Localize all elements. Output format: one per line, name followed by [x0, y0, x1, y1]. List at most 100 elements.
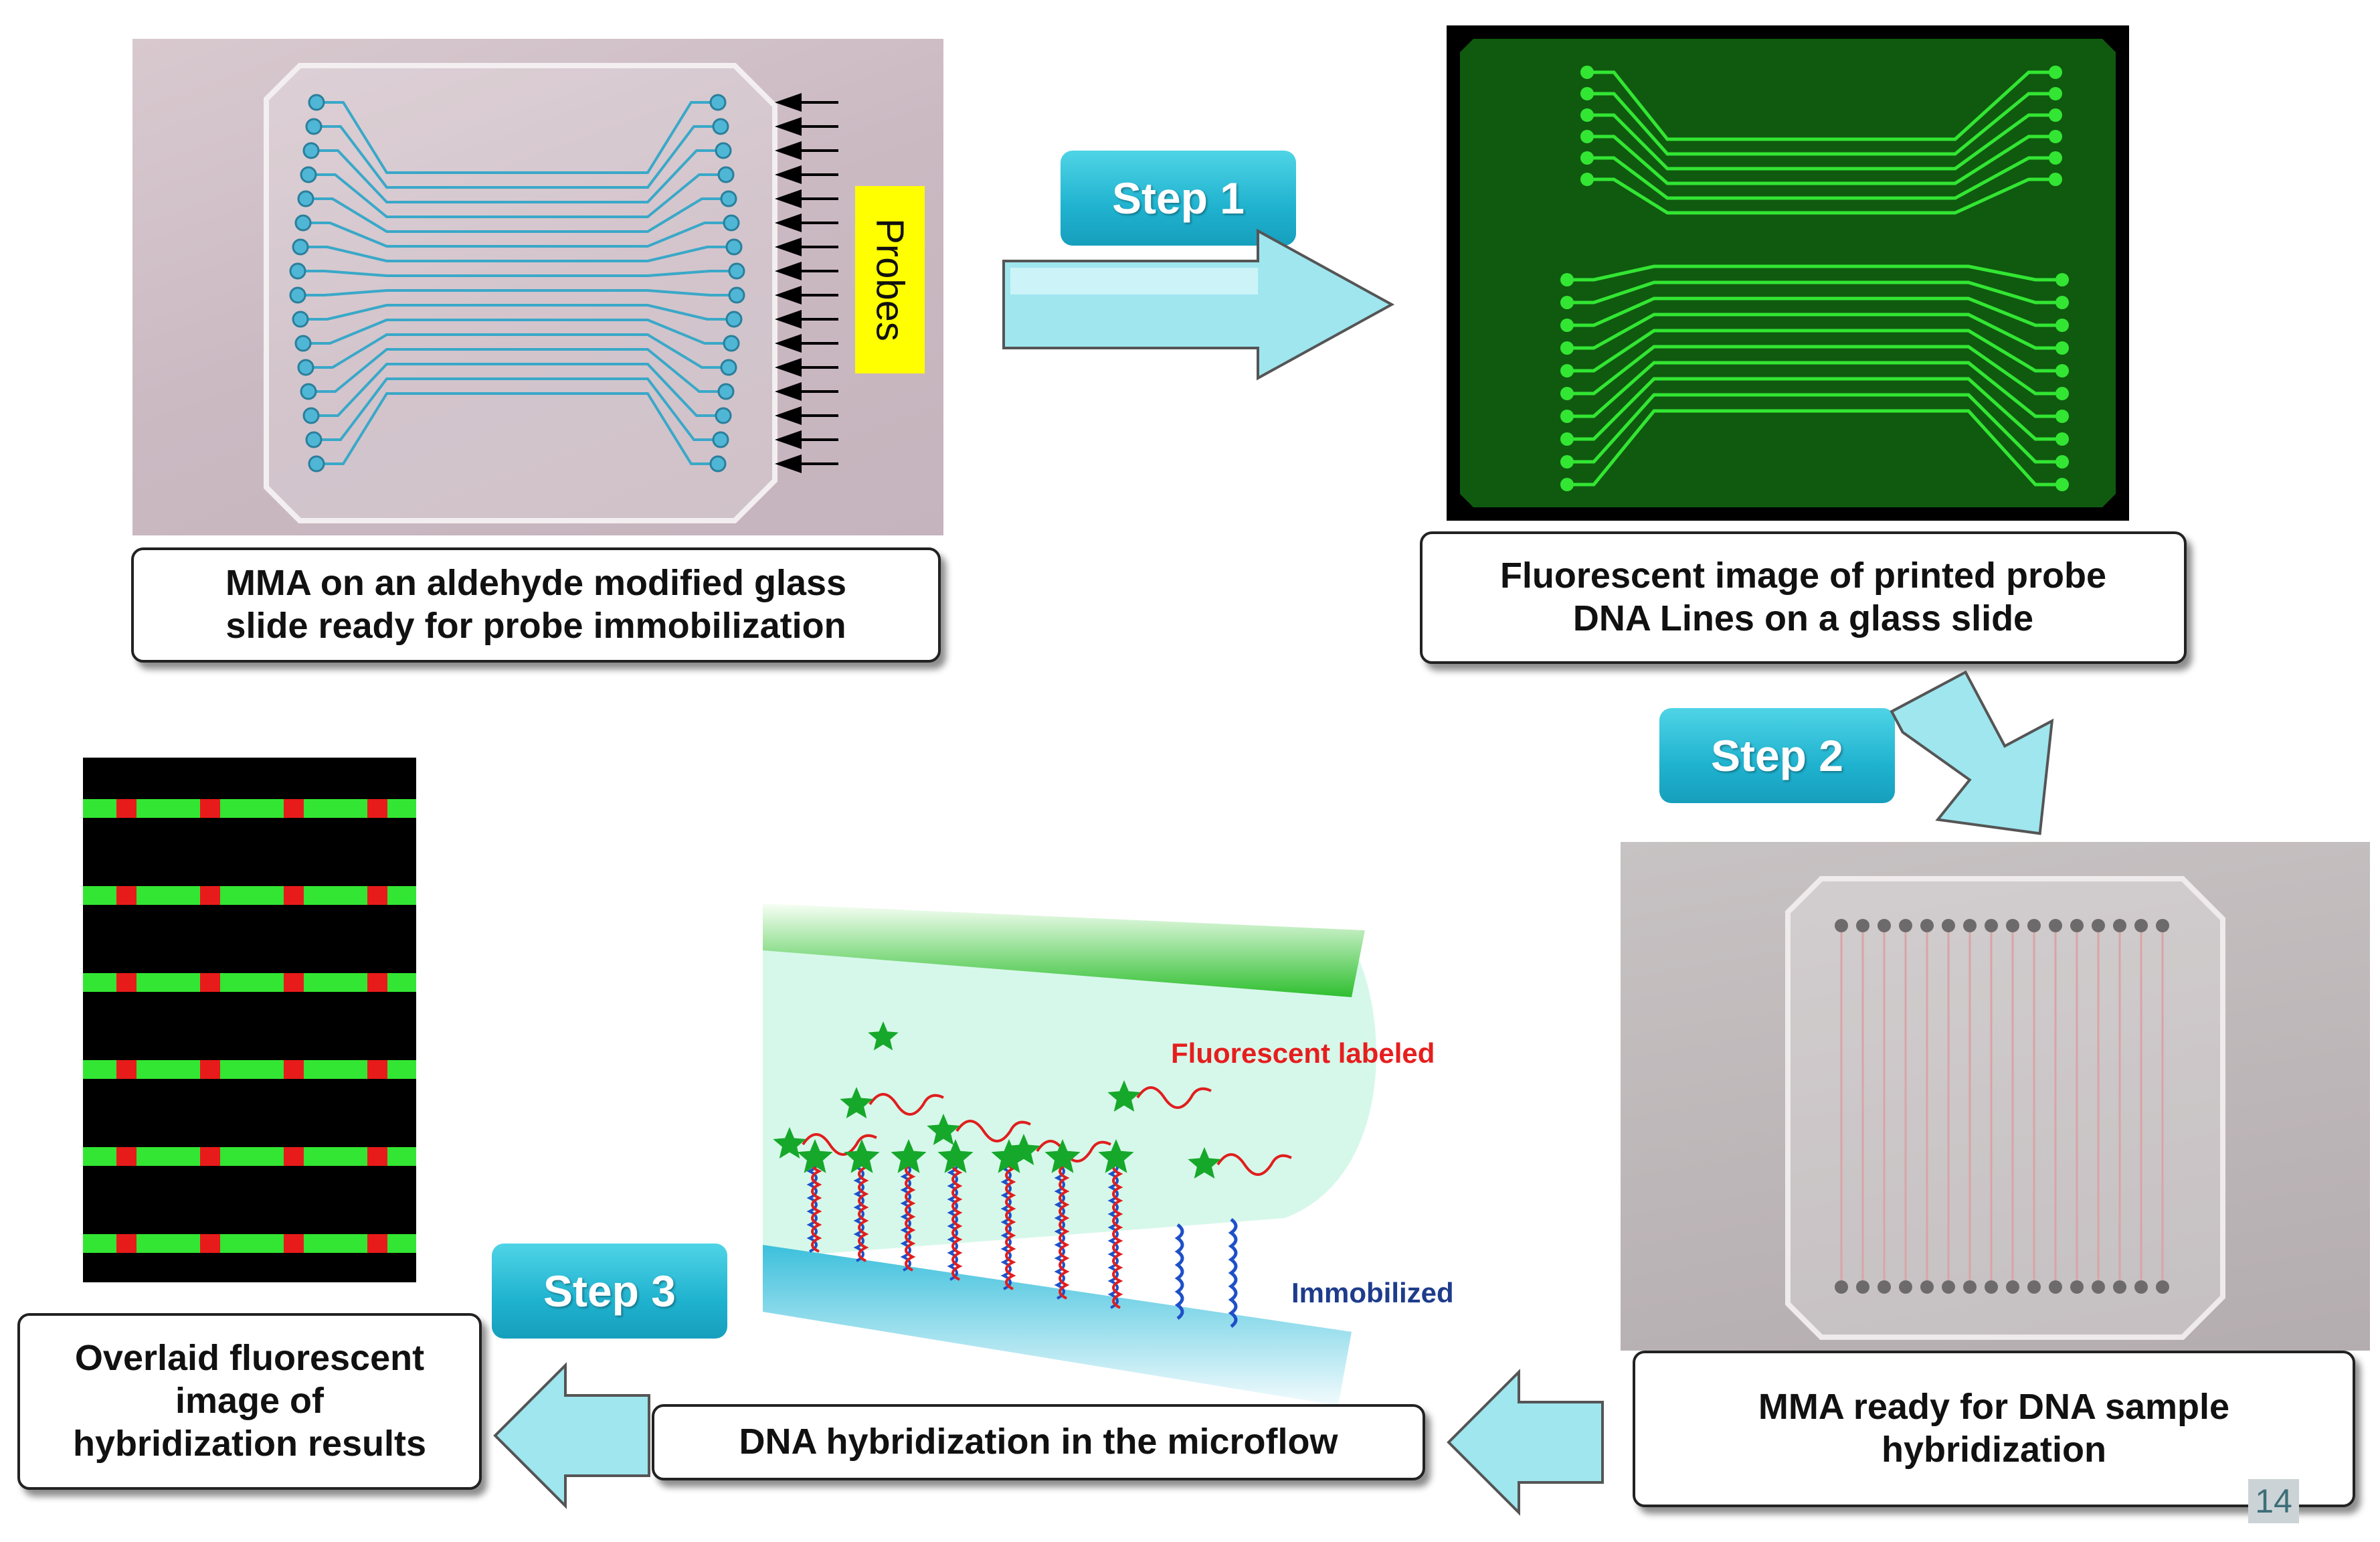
fluor-dot: [1580, 173, 1594, 186]
step-1-arrow: [1002, 228, 1395, 381]
outlet-dot: [2027, 1280, 2041, 1294]
fluorophore-star: [868, 1021, 899, 1051]
green-band: [83, 1234, 416, 1253]
fluor-dot: [2049, 130, 2062, 143]
inlet-dot: [2070, 919, 2084, 932]
probes-label: Probes: [855, 186, 925, 373]
fluorophore-star: [1107, 1080, 1141, 1112]
hybrid-spot: [200, 973, 220, 992]
outlet-dot: [2113, 1280, 2126, 1294]
outlet-dot: [1942, 1280, 1955, 1294]
fluor-dot: [2055, 387, 2069, 400]
fluor-dot: [1560, 455, 1574, 468]
inlet-dot: [2027, 919, 2041, 932]
dna-strand-target: [1059, 1163, 1070, 1300]
outlet-dot: [725, 311, 743, 328]
hybrid-spot: [284, 1060, 304, 1079]
fluor-dot: [2055, 478, 2069, 491]
probes-label-text: Probes: [868, 218, 912, 341]
fluor-dot: [1560, 387, 1574, 400]
outlet-dot: [723, 335, 740, 352]
inlet-dot: [300, 166, 317, 183]
outlet-dot: [2049, 1280, 2062, 1294]
caption-overlaid-line2: image of: [175, 1381, 325, 1422]
hybrid-spot: [284, 1234, 304, 1253]
probe-arrow: [775, 334, 802, 353]
fluor-line: [1587, 135, 2055, 185]
fluorophore-star: [1007, 1134, 1040, 1165]
probe-arrow: [775, 262, 802, 280]
dna-strand-target: [858, 1152, 869, 1262]
page-number: 14: [2248, 1479, 2299, 1523]
probe-arrow: [775, 310, 802, 329]
fluor-dot: [2055, 364, 2069, 377]
dna-strand-target: [951, 1158, 963, 1281]
channel-line: [316, 101, 718, 174]
inlet-dot: [2092, 919, 2105, 932]
fluorophore-star: [840, 1087, 873, 1118]
probe-arrow: [775, 430, 802, 449]
channel-line: [314, 377, 721, 441]
caption-mma-ready: MMA ready for DNA sample hybridization: [1633, 1351, 2355, 1507]
fluor-line: [1567, 393, 2062, 464]
arrow-to-microflow: [1447, 1369, 1604, 1516]
channel-line: [311, 363, 723, 417]
caption-fluorescent-image: Fluorescent image of printed probe DNA L…: [1420, 531, 2187, 664]
hybrid-spot: [284, 886, 304, 905]
probe-arrow: [775, 141, 802, 160]
inlet-dot: [2134, 919, 2148, 932]
channel-line: [306, 197, 729, 233]
dna-strand-immobilized: [1228, 1217, 1238, 1329]
fluor-line: [1567, 409, 2062, 487]
fluorescent-lines-drawing: [1460, 39, 2116, 507]
inlet-dot: [300, 383, 317, 400]
mma-slide-photo: Probes: [132, 39, 943, 535]
fluor-dot: [2055, 432, 2069, 446]
overlaid-bands-drawing: [83, 799, 416, 1253]
green-band: [83, 1147, 416, 1166]
probe-arrow: [775, 189, 802, 208]
outlet-dot: [725, 238, 743, 256]
overlaid-fluorescent-image: [83, 758, 416, 1282]
green-band: [83, 973, 416, 992]
fluorophore-star: [927, 1114, 960, 1145]
outlet-dot: [712, 118, 729, 135]
dna-strand-probe: [1107, 1159, 1119, 1309]
hybrid-spot: [116, 886, 136, 905]
fluorophore-star: [991, 1139, 1027, 1173]
channel-line: [308, 348, 726, 393]
dna-strand-target: [905, 1162, 916, 1272]
channel-line: [303, 222, 731, 248]
dna-strand-probe: [947, 1158, 958, 1281]
inlet-dot: [294, 214, 312, 232]
inlet-dot: [2156, 919, 2169, 932]
outlet-dot: [728, 286, 745, 304]
hybrid-spot: [367, 973, 387, 992]
mma-ready-photo: [1621, 842, 2370, 1351]
probe-arrow: [775, 382, 802, 401]
fluor-dot: [1560, 432, 1574, 446]
dna-strand-target: [1005, 1154, 1016, 1290]
step-3-badge: Step 3: [492, 1244, 727, 1339]
fluorophore-star: [1098, 1139, 1134, 1173]
fluor-line: [1587, 92, 2055, 156]
inlet-dot: [305, 118, 323, 135]
inlet-dot: [1899, 919, 1912, 932]
green-band: [83, 1060, 416, 1079]
fluor-dot: [1560, 364, 1574, 377]
caption-fluorescent-image-line1: Fluorescent image of printed probe: [1499, 555, 2107, 596]
caption-mma-ready-line2: hybridization: [1882, 1430, 2106, 1470]
outlet-dot: [1985, 1280, 1998, 1294]
fluor-dot: [2049, 173, 2062, 186]
step-3-arrow: [493, 1362, 650, 1509]
hybrid-spot: [367, 1234, 387, 1253]
inlet-dot: [289, 262, 306, 280]
hybrid-spot: [200, 799, 220, 818]
hybrid-spot: [116, 799, 136, 818]
inlet-dot: [308, 455, 325, 473]
outlet-dot: [709, 94, 727, 111]
channel-line: [298, 289, 737, 296]
outlet-dot: [715, 142, 732, 159]
label-immobilized: Immobilized: [1291, 1277, 1454, 1308]
fluor-line: [1587, 70, 2055, 141]
